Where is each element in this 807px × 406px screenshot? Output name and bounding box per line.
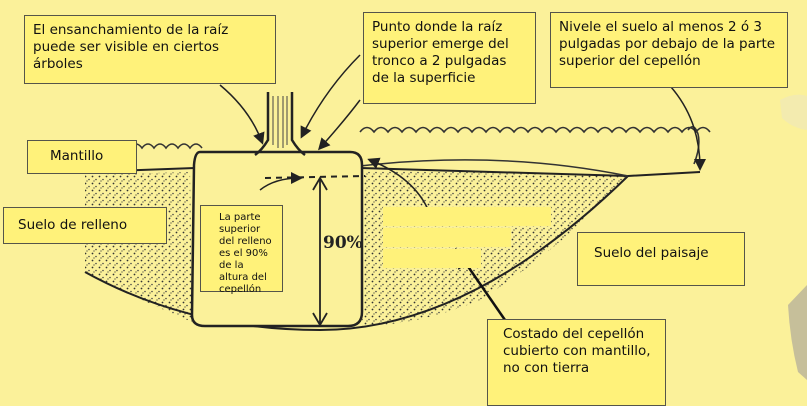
blank-label-line-2 (383, 228, 511, 247)
height-arrow-head-top (312, 176, 328, 191)
height-arrow-head-bottom (312, 312, 328, 327)
mulch-label: Mantillo (27, 140, 137, 174)
right-edge-decoration-top (780, 94, 807, 130)
tree-trunk (254, 92, 306, 157)
blank-label-line-1 (383, 207, 551, 226)
backfill-top-label: La parte superior del relleno es el 90% … (200, 205, 283, 295)
arrow-top-root-2 (318, 99, 361, 151)
grade-level-label: Nivele el suelo al menos 2 ó 3 pulgadas … (550, 12, 788, 88)
arrow-top-root (300, 54, 361, 139)
arrow-backfill-top (259, 172, 303, 191)
arrow-root-flare (219, 84, 265, 145)
root-flare-label: El ensanchamiento de la raíz puede ser v… (24, 15, 276, 84)
mulch-slope-line (359, 159, 629, 177)
planting-hole-outline (84, 175, 629, 332)
right-edge-decoration (788, 285, 807, 380)
mulch-wavy-line (129, 126, 711, 165)
backfill-level-dashed-line (264, 175, 366, 179)
trunk-texture (272, 96, 288, 148)
top-root-label: Punto donde la raíz superior emerge del … (363, 12, 536, 104)
backfill-soil-label: Suelo de relleno (3, 207, 167, 244)
blank-label-line-3 (383, 249, 481, 268)
rootball-side-label: Costado del cepellón cubierto con mantil… (487, 319, 666, 406)
percent-label: 90% (323, 233, 363, 253)
landscape-soil-label: Suelo del paisaje (577, 232, 745, 286)
